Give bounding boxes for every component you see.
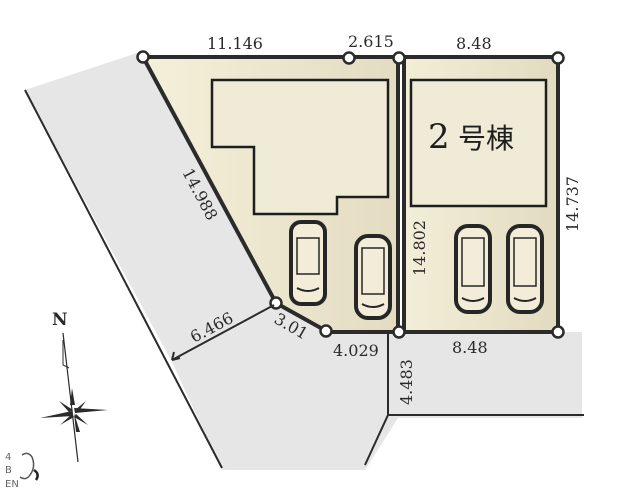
road-east [398, 332, 582, 418]
lot-2-label: 号棟 [458, 122, 514, 155]
road-width-arrow [171, 304, 275, 361]
north-label: N [52, 310, 68, 330]
svg-text:EN: EN [5, 479, 19, 490]
dim-bottom-right: 8.48 [452, 338, 488, 357]
svg-text:B: B [5, 465, 12, 476]
car-icon [454, 224, 492, 314]
cat-logo-icon [19, 452, 35, 480]
car-icon [289, 220, 327, 306]
car-icon [354, 234, 392, 320]
dim-top-left: 11.146 [207, 34, 263, 53]
compass-rose-icon [40, 332, 108, 463]
road-diagonal [25, 52, 278, 362]
building-footprint-lot-2 [409, 78, 548, 208]
car-icon [506, 224, 544, 314]
dim-right-side: 14.737 [563, 176, 582, 232]
arrowhead-icon [171, 351, 181, 361]
road-edge-west [24, 89, 223, 469]
boundary-markers [136, 50, 565, 339]
compass: N [40, 310, 108, 463]
dim-top-middle: 2.615 [348, 32, 394, 51]
dim-top-right: 8.48 [456, 34, 492, 53]
lot-2-number: 2 [428, 117, 450, 157]
building-footprint-lot-1 [210, 78, 390, 216]
svg-text:4: 4 [5, 452, 11, 463]
dim-middle-divider: 14.802 [410, 220, 429, 276]
dim-road-south: 4.483 [397, 359, 416, 405]
dim-bottom-middle: 4.029 [333, 341, 379, 360]
road-south [172, 302, 398, 470]
logo: 4 B EN [5, 452, 39, 490]
